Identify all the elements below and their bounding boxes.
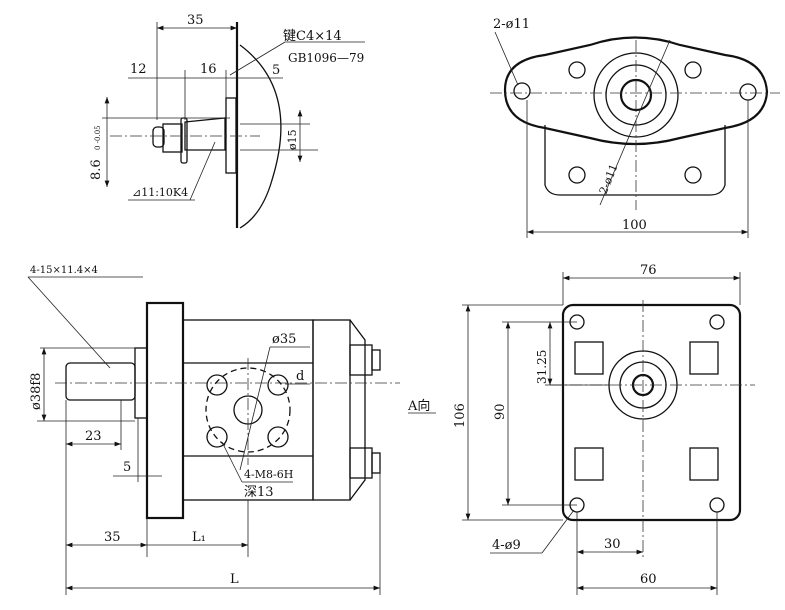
- dim-76-label: 76: [640, 263, 657, 278]
- dim-60-label: 60: [640, 572, 657, 587]
- thread-leader: [221, 441, 243, 483]
- holes-leader: [494, 31, 519, 86]
- dim-5-label: 5: [123, 460, 131, 475]
- key-standard-label: GB1096—79: [288, 51, 364, 65]
- taper-leader: [189, 141, 216, 201]
- dim-8-6-label: 8.6: [89, 159, 104, 180]
- nut: [162, 123, 183, 153]
- rear-cover: [312, 319, 351, 501]
- port-dia-label: ø35: [272, 332, 296, 347]
- dim-35-label: 35: [187, 13, 204, 28]
- port-square: [689, 447, 719, 481]
- thread-label: 4-M8-6H: [244, 468, 293, 481]
- key-leader: [229, 41, 286, 76]
- side-view: 4-15×11.4×4 ø38f8 23 5 35 L₁ L ø35 d 4-M…: [27, 265, 400, 595]
- dim-90-label: 90: [493, 403, 508, 420]
- port-square: [689, 341, 719, 375]
- holes-leader-2: [599, 39, 671, 206]
- bolt-hole: [568, 166, 586, 184]
- bolt-circle: [205, 367, 291, 453]
- port-square: [574, 447, 604, 481]
- corner-hole: [709, 497, 725, 513]
- dim-30-label: 30: [604, 537, 621, 552]
- bolt-hole: [568, 61, 586, 79]
- dim-12-label: 12: [130, 62, 147, 77]
- nut-bottom: [349, 447, 373, 479]
- thread-hole: [206, 426, 228, 448]
- dim-L1-label: L₁: [192, 530, 206, 545]
- depth-label: 深13: [244, 485, 274, 500]
- shaft-tip: [152, 126, 165, 148]
- body-outline: [544, 125, 726, 196]
- corner-hole: [709, 314, 725, 330]
- dim-23-label: 23: [85, 429, 102, 444]
- dim-d15-label: ø15: [286, 129, 299, 150]
- nut-top: [349, 344, 373, 376]
- bolt-hole: [684, 166, 702, 184]
- mount-flange: [145, 301, 185, 520]
- dim-16-label: 16: [200, 62, 217, 77]
- front-flange-view: 2-ø11 2-ø11 100: [490, 17, 780, 238]
- rear-view-a: 76 106 90 31.25 A向 4-ø9 30 60: [407, 263, 755, 595]
- holes-leader: [541, 509, 575, 554]
- spline-leader: [27, 276, 111, 369]
- rear-plate: [561, 303, 742, 522]
- port-d-label: d: [296, 369, 304, 384]
- dim-5-label: 5: [272, 63, 280, 78]
- holes-label: 4-ø9: [492, 538, 521, 553]
- key-spec-label: 键C4×14: [283, 29, 342, 44]
- dim-106-label: 106: [453, 403, 468, 428]
- dim-35-label: 35: [104, 530, 121, 545]
- rear-chamfer: [349, 319, 366, 501]
- port-leader: [239, 346, 271, 471]
- dim-100-label: 100: [622, 218, 647, 233]
- mount-hole: [513, 82, 531, 100]
- dim-31-25-label: 31.25: [535, 350, 549, 384]
- pilot-boss: [225, 97, 237, 174]
- thread-hole: [206, 374, 228, 396]
- flange-outline: [503, 36, 769, 146]
- spline-shaft: [65, 362, 136, 401]
- bolt-top: [371, 349, 381, 371]
- thread-hole: [267, 374, 289, 396]
- thread-hole: [267, 426, 289, 448]
- mount-hole: [739, 83, 757, 101]
- flange-break-outline: [239, 44, 282, 229]
- dim-L-label: L: [230, 572, 239, 587]
- taper-label: ⊿11:10K4: [132, 186, 188, 199]
- shaft-dia-label: ø38f8: [29, 373, 44, 410]
- port-square: [574, 341, 604, 375]
- tapered-shaft: [184, 117, 226, 151]
- bolt-hole: [684, 61, 702, 79]
- bolt-bottom: [371, 452, 381, 474]
- shaft-end-view: 35 12 16 5 键C4×14 GB1096—79 8.6 0 -0.05 …: [89, 13, 365, 229]
- view-label: A向: [407, 398, 430, 414]
- holes-label-2: 2-ø11: [597, 162, 621, 196]
- spline-label: 4-15×11.4×4: [30, 265, 98, 276]
- holes-label: 2-ø11: [493, 17, 530, 32]
- tolerance-label: 0 -0.05: [94, 125, 102, 150]
